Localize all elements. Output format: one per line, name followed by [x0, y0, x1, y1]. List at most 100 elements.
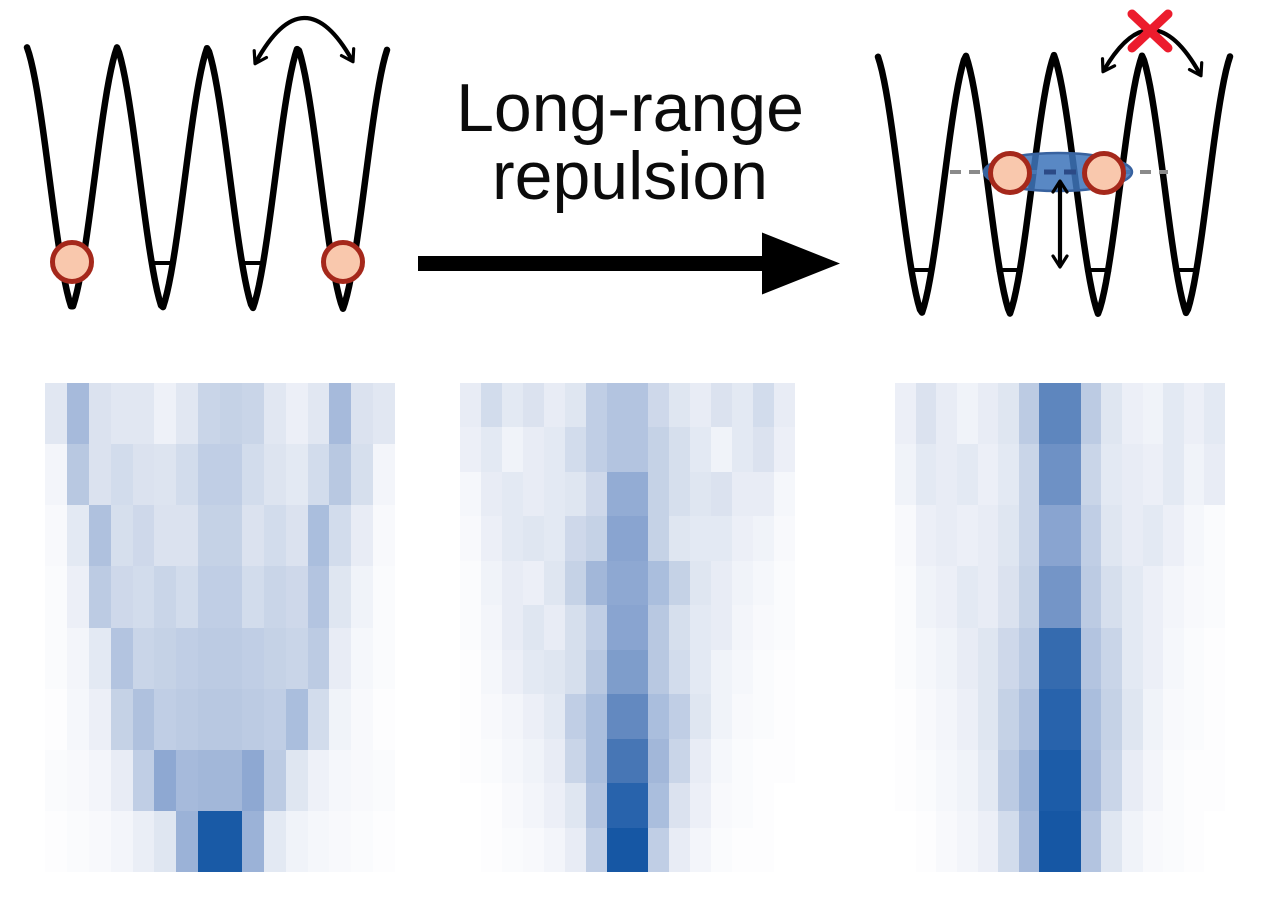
heatmap-cell: [1080, 688, 1102, 750]
heatmap-cell: [543, 605, 565, 650]
heatmap-cell: [606, 560, 628, 606]
heatmap-cell: [606, 605, 628, 650]
heatmap-cell: [753, 605, 775, 650]
illustration-canvas: [23, 9, 1234, 317]
heatmap-cell: [753, 738, 775, 784]
heatmap-cell: [585, 383, 607, 428]
heatmap-cell: [1060, 749, 1081, 811]
heatmap-cell: [45, 688, 67, 750]
heatmap-cell: [627, 516, 649, 561]
heatmap-cell: [543, 649, 565, 695]
heatmap-cell: [648, 471, 670, 517]
heatmap-cell: [774, 738, 795, 784]
heatmap-cell: [480, 649, 502, 695]
heatmap-cell: [774, 827, 795, 872]
heatmap-cell: [936, 627, 957, 689]
heatmap-cell: [66, 749, 89, 811]
heatmap-cell: [1163, 444, 1184, 506]
heatmap-cell: [480, 471, 502, 517]
heatmap-row: [460, 649, 795, 695]
heatmap-cell: [373, 749, 395, 811]
heatmap-cell: [263, 810, 286, 872]
heatmap-cell: [1060, 810, 1081, 872]
heatmap-cell: [732, 827, 754, 872]
heatmap-cell: [711, 827, 733, 872]
heatmap-cell: [1142, 505, 1164, 567]
heatmap-cell: [1018, 444, 1040, 506]
heatmap-cell: [774, 783, 795, 828]
heatmap-cell: [627, 383, 649, 428]
heatmap-cell: [1163, 749, 1184, 811]
heatmap-cell: [1018, 749, 1040, 811]
heatmap-cell: [753, 560, 775, 606]
heatmap-cell: [373, 444, 395, 506]
heatmap-cell: [585, 516, 607, 561]
heatmap-cell: [564, 783, 586, 828]
heatmap-cell: [1142, 566, 1164, 628]
arrow-caption: Long-range repulsion: [418, 74, 842, 210]
heatmap-row: [45, 566, 395, 628]
heatmap-cell: [176, 627, 199, 689]
heatmap-cell: [1183, 444, 1205, 506]
heatmap-cell: [1101, 810, 1122, 872]
heatmap-cell: [669, 383, 691, 428]
heatmap-cell: [1060, 383, 1081, 445]
heatmap-cell: [606, 427, 628, 472]
heatmap-cell: [198, 566, 220, 628]
heatmap-cell: [1204, 566, 1225, 628]
heatmap-cell: [220, 505, 242, 567]
heatmap-cell: [373, 505, 395, 567]
heatmap-cell: [606, 783, 628, 828]
heatmap-cell: [1060, 688, 1081, 750]
heatmap-cell: [307, 627, 330, 689]
heatmap-cell: [585, 738, 607, 784]
heatmap-cell: [711, 649, 733, 695]
heatmap-cell: [480, 738, 502, 784]
heatmap-cell: [351, 383, 374, 445]
heatmap-cell: [648, 383, 670, 428]
heatmap-cell: [1101, 749, 1122, 811]
heatmap-cell: [522, 427, 544, 472]
heatmap-cell: [1121, 383, 1143, 445]
heatmap-cell: [501, 783, 523, 828]
heatmap-cell: [1080, 444, 1102, 506]
heatmap-cell: [132, 749, 155, 811]
heatmap-cell: [1183, 383, 1205, 445]
heatmap-cell: [1039, 505, 1060, 567]
heatmap-cell: [373, 383, 395, 445]
heatmap-cell: [88, 627, 111, 689]
heatmap-cell: [263, 749, 286, 811]
heatmap-cell: [895, 383, 916, 445]
heatmap-bound-pair: [895, 383, 1225, 872]
heatmap-row: [895, 383, 1225, 445]
heatmap-cell: [1039, 810, 1060, 872]
heatmap-cell: [307, 444, 330, 506]
heatmap-row: [45, 810, 395, 872]
heatmap-cell: [1039, 383, 1060, 445]
heatmap-cell: [154, 627, 177, 689]
heatmap-cell: [627, 783, 649, 828]
heatmap-cell: [1101, 566, 1122, 628]
heatmap-cell: [132, 444, 155, 506]
heatmap-cell: [895, 627, 916, 689]
heatmap-cell: [480, 605, 502, 650]
heatmap-cell: [564, 516, 586, 561]
heatmap-cell: [480, 827, 502, 872]
heatmap-row: [460, 560, 795, 606]
heatmap-cell: [627, 605, 649, 650]
heatmap-cell: [564, 827, 586, 872]
heatmap-cell: [220, 444, 242, 506]
heatmap-cell: [1080, 505, 1102, 567]
heatmap-cell: [1183, 505, 1205, 567]
heatmap-cell: [220, 627, 242, 689]
heatmap-row: [460, 383, 795, 428]
heatmap-cell: [351, 749, 374, 811]
heatmap-cell: [585, 694, 607, 739]
heatmap-cell: [480, 560, 502, 606]
heatmap-cell: [460, 560, 481, 606]
heatmap-cell: [110, 810, 133, 872]
heatmap-cell: [1018, 566, 1040, 628]
heatmap-cell: [690, 516, 712, 561]
heatmap-cell: [501, 560, 523, 606]
heatmap-cell: [351, 566, 374, 628]
